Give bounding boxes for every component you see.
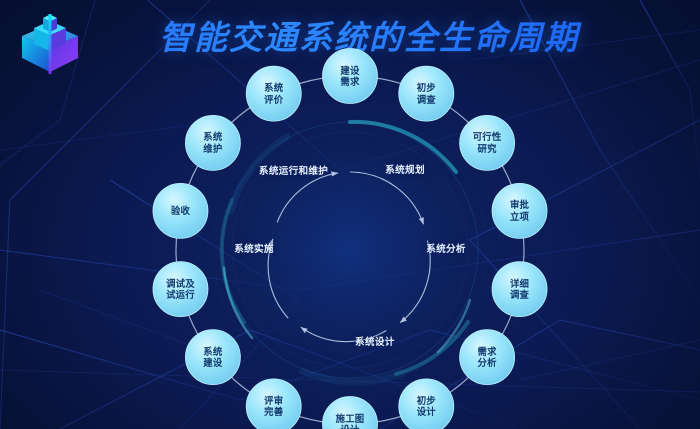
lifecycle-node[interactable]: [152, 261, 209, 318]
lifecycle-node[interactable]: [184, 329, 241, 386]
lifecycle-node[interactable]: [322, 48, 378, 104]
lifecycle-node[interactable]: [184, 114, 241, 171]
inner-process-ring: [267, 171, 431, 343]
lifecycle-node[interactable]: [459, 114, 516, 171]
lifecycle-node[interactable]: [459, 329, 516, 386]
lifecycle-node[interactable]: [398, 65, 455, 122]
lifecycle-node[interactable]: [245, 378, 302, 429]
lifecycle-node[interactable]: [491, 182, 548, 239]
center-glow: [205, 105, 495, 395]
lifecycle-node[interactable]: [398, 378, 455, 429]
lifecycle-node[interactable]: [322, 396, 378, 429]
node-circles: [152, 48, 548, 429]
lifecycle-node[interactable]: [152, 182, 209, 239]
page-title: 智能交通系统的全生命周期: [0, 16, 700, 60]
lifecycle-node[interactable]: [245, 65, 302, 122]
isometric-building-logo: [22, 14, 78, 74]
lifecycle-node[interactable]: [491, 261, 548, 318]
